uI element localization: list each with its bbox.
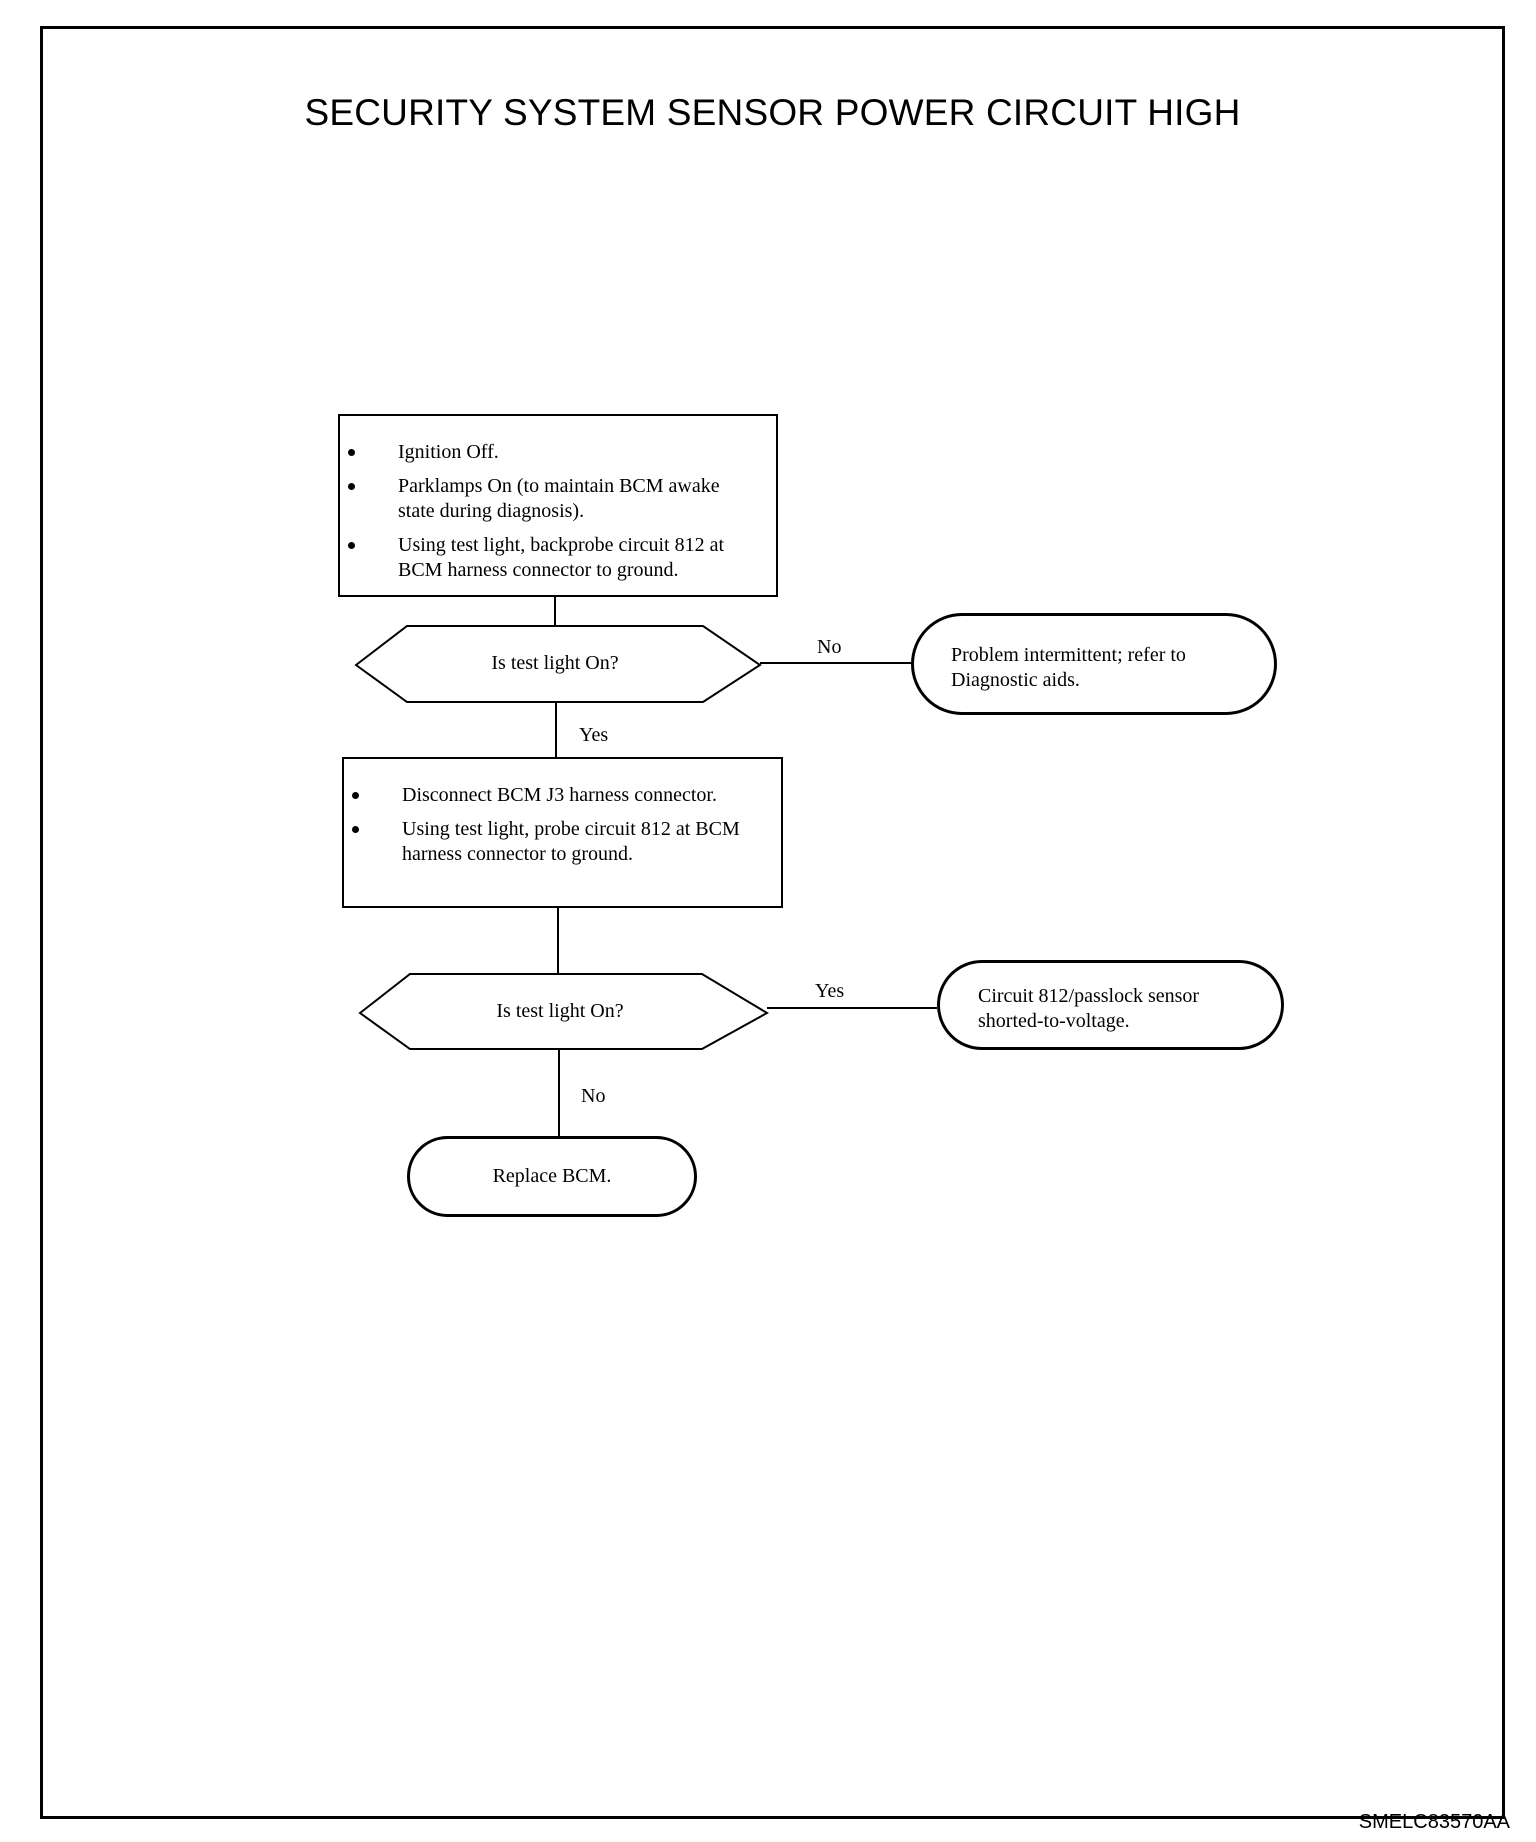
bullet-icon — [348, 449, 355, 456]
page-border — [40, 26, 1505, 1819]
page-title: SECURITY SYSTEM SENSOR POWER CIRCUIT HIG… — [304, 92, 1241, 133]
result3-text: Replace BCM. — [492, 1165, 612, 1187]
decision2-shape — [358, 973, 770, 1050]
step1-item: Using test light, backprobe circuit 812 … — [340, 533, 752, 583]
bullet-icon — [352, 792, 359, 799]
decision1-yes-label: Yes — [579, 724, 609, 746]
figure-code: SMELC83570AA — [1358, 1811, 1510, 1833]
decision1-shape — [354, 625, 762, 703]
step1-box: Ignition Off. Parklamps On (to maintain … — [338, 414, 778, 597]
result3-terminal: Replace BCM. — [407, 1136, 697, 1217]
step2-item: Using test light, probe circuit 812 at B… — [344, 817, 757, 867]
decision1-no-label: No — [817, 636, 842, 658]
bullet-icon — [348, 483, 355, 490]
result1-text: Problem intermittent; refer to Diagnosti… — [951, 644, 1186, 691]
bullet-icon — [352, 826, 359, 833]
decision2-yes-label: Yes — [815, 980, 845, 1002]
step1-item: Parklamps On (to maintain BCM awake stat… — [340, 474, 752, 524]
step2-box: Disconnect BCM J3 harness connector. Usi… — [342, 757, 783, 908]
result2-terminal: Circuit 812/passlock sensor shorted-to-v… — [937, 960, 1284, 1050]
step1-item: Ignition Off. — [340, 440, 752, 465]
result1-terminal: Problem intermittent; refer to Diagnosti… — [911, 613, 1277, 715]
decision2-question: Is test light On? — [496, 1000, 624, 1022]
decision2-no-label: No — [581, 1085, 606, 1107]
decision1-question: Is test light On? — [491, 652, 619, 674]
step2-item: Disconnect BCM J3 harness connector. — [344, 783, 757, 808]
bullet-icon — [348, 542, 355, 549]
result2-text: Circuit 812/passlock sensor shorted-to-v… — [978, 985, 1200, 1032]
